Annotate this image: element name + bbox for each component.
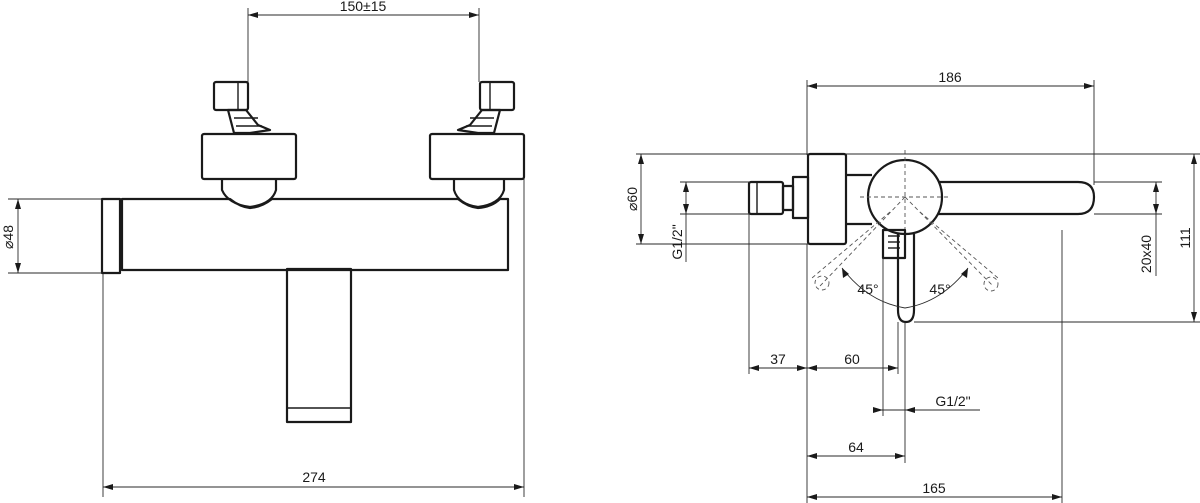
dim-64-label: 64 [848, 439, 864, 455]
right-cover-flange [428, 132, 526, 209]
dim-height-111: 111 [846, 153, 1200, 323]
angle-left-label: 45° [857, 281, 878, 297]
dim-165-label: 165 [922, 480, 946, 496]
side-view: 186 [624, 69, 1200, 503]
dim-body-diameter-label: ⌀48 [0, 225, 16, 249]
left-cover-flange [200, 132, 298, 209]
dim-flange-diameter: ⌀60 [624, 153, 808, 245]
dim-flange-diameter-label: ⌀60 [624, 187, 640, 211]
dim-37-60: 37 60 [748, 214, 899, 374]
dim-width-186: 186 [806, 69, 1095, 185]
dim-body-diameter: ⌀48 [0, 198, 102, 274]
side-inlet-nut [747, 175, 810, 220]
left-inlet-connector [212, 80, 272, 135]
dim-handle-size-label: 20x40 [1138, 235, 1154, 273]
side-cover-flange [806, 152, 872, 246]
side-outlet [881, 228, 916, 324]
dim-60-label: 60 [844, 351, 860, 367]
dim-37-label: 37 [770, 351, 786, 367]
dim-thread-bottom: G1/2" [873, 258, 980, 416]
dim-height-111-label: 111 [1177, 227, 1193, 248]
dim-165: 165 [806, 230, 1063, 503]
dim-overall-width-label: 274 [302, 469, 326, 485]
dim-thread-left: G1/2" [669, 181, 750, 262]
dim-top-spacing-label: 150±15 [340, 0, 387, 14]
dim-thread-bottom-label: G1/2" [935, 393, 970, 409]
dim-width-186-label: 186 [938, 69, 962, 85]
mixer-body [100, 197, 510, 275]
dim-64: 64 [806, 374, 906, 463]
side-handle-lever [938, 180, 1096, 216]
dim-top-spacing: 150±15 [247, 0, 480, 82]
handle-rotation-range: 45° 45° [811, 196, 999, 309]
front-view: 150±15 [0, 0, 526, 497]
dim-handle-size: 20x40 [1094, 181, 1162, 276]
spout [285, 267, 353, 424]
dim-thread-left-label: G1/2" [669, 224, 685, 259]
angle-right-label: 45° [929, 281, 950, 297]
right-inlet-connector [456, 80, 516, 135]
dim-overall-width: 274 [102, 179, 525, 497]
